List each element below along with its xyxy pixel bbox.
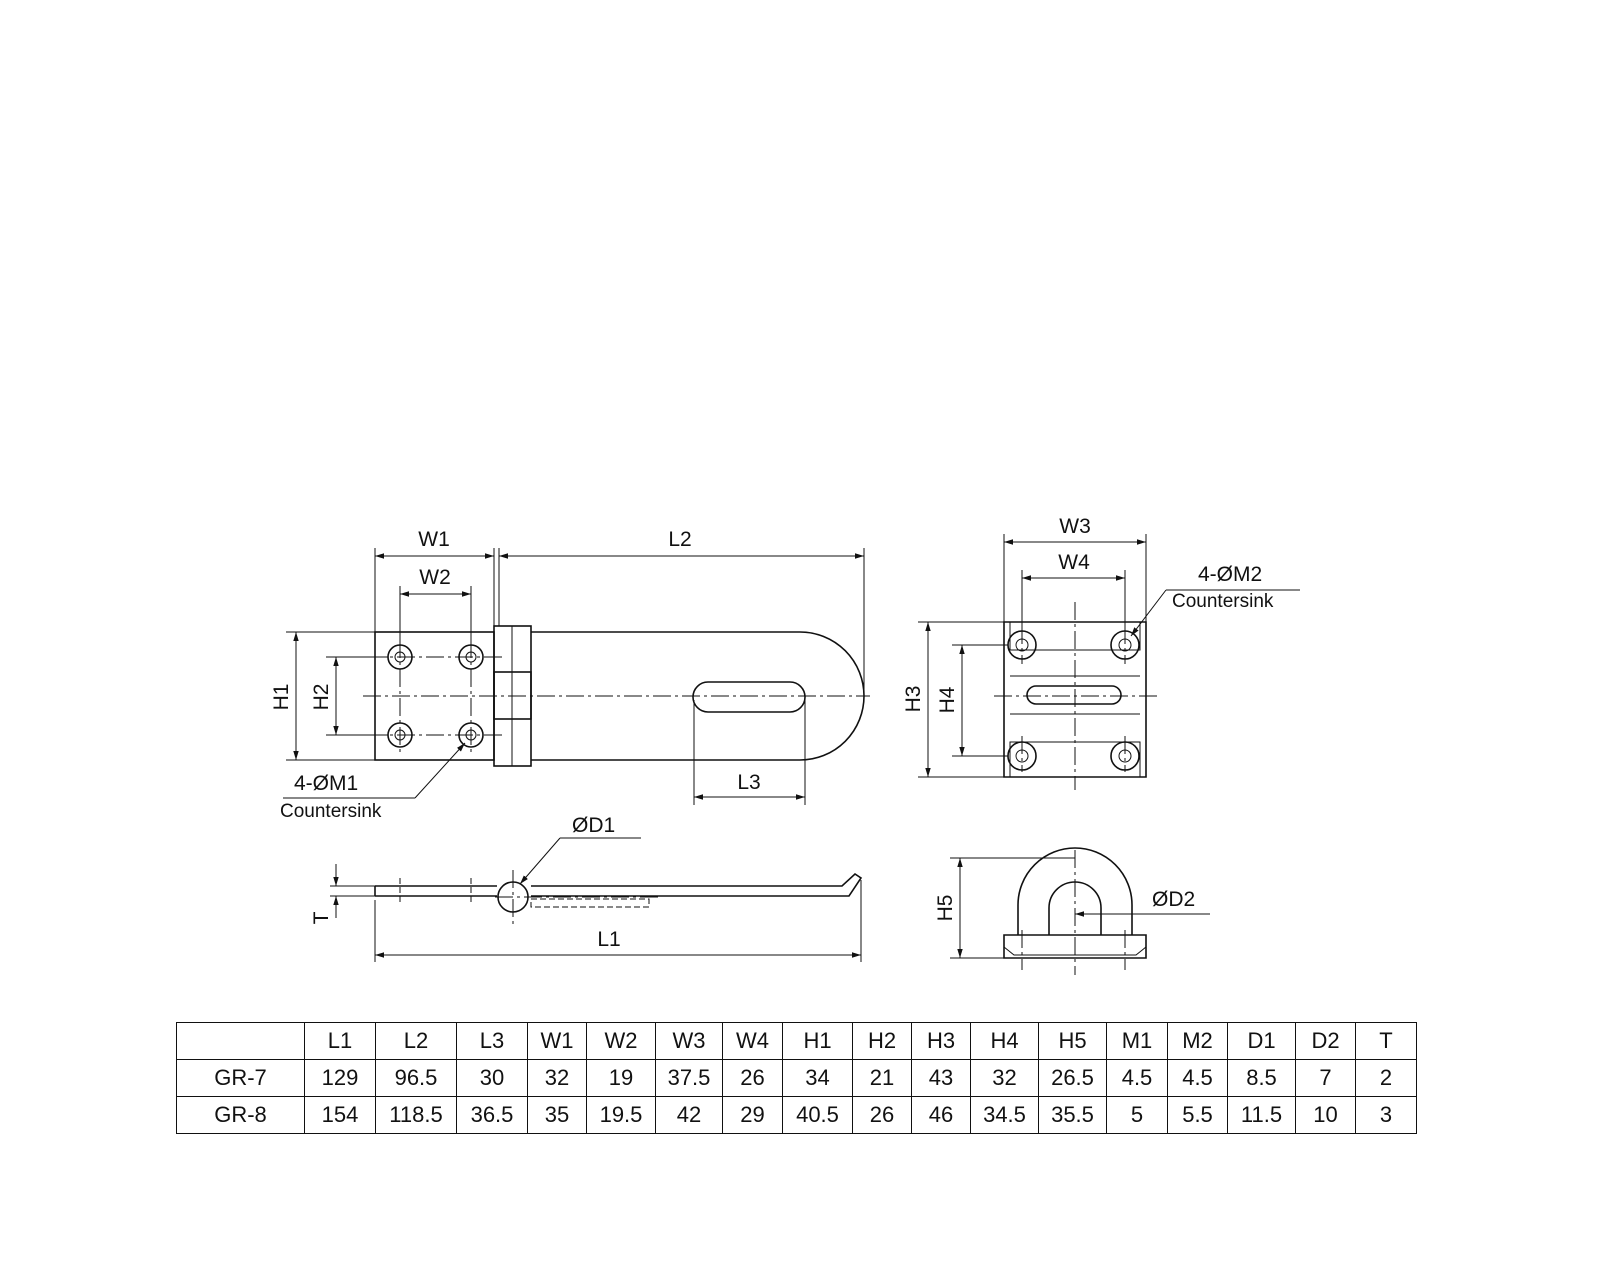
header-cell: W2 bbox=[586, 1022, 656, 1060]
header-cell: M2 bbox=[1167, 1022, 1228, 1060]
value-cell: 11.5 bbox=[1227, 1096, 1296, 1134]
header-cell bbox=[176, 1022, 305, 1060]
value-cell: 19 bbox=[586, 1059, 656, 1097]
header-cell: D1 bbox=[1227, 1022, 1296, 1060]
dim-label-h2: H2 bbox=[310, 684, 333, 711]
value-cell: 4.5 bbox=[1106, 1059, 1168, 1097]
value-cell: 32 bbox=[970, 1059, 1039, 1097]
dim-label-h4: H4 bbox=[936, 686, 959, 713]
value-cell: 32 bbox=[527, 1059, 587, 1097]
value-cell: 26.5 bbox=[1038, 1059, 1107, 1097]
value-cell: 5 bbox=[1106, 1096, 1168, 1134]
m1-hole-label: 4-ØM1 bbox=[294, 772, 358, 795]
header-cell: H3 bbox=[911, 1022, 971, 1060]
header-cell: H5 bbox=[1038, 1022, 1107, 1060]
header-cell: L2 bbox=[375, 1022, 457, 1060]
value-cell: 26 bbox=[722, 1059, 783, 1097]
header-cell: H2 bbox=[852, 1022, 912, 1060]
header-cell: T bbox=[1355, 1022, 1417, 1060]
staple-side-view: H5 ØD2 bbox=[934, 847, 1210, 975]
value-cell: 21 bbox=[852, 1059, 912, 1097]
dim-label-w3: W3 bbox=[1059, 515, 1091, 538]
dim-label-d2: ØD2 bbox=[1152, 888, 1195, 911]
value-cell: 36.5 bbox=[456, 1096, 528, 1134]
value-cell: 3 bbox=[1355, 1096, 1417, 1134]
dim-label-h1: H1 bbox=[270, 684, 293, 711]
hasp-side-view: ØD1 T L1 bbox=[310, 814, 863, 962]
value-cell: 34 bbox=[782, 1059, 853, 1097]
header-cell: L3 bbox=[456, 1022, 528, 1060]
countersink-holes-m2 bbox=[1007, 630, 1140, 771]
dim-label-h5: H5 bbox=[934, 895, 957, 922]
header-cell: H1 bbox=[782, 1022, 853, 1060]
value-cell: 37.5 bbox=[655, 1059, 723, 1097]
dim-label-h3: H3 bbox=[902, 686, 925, 713]
value-cell: 40.5 bbox=[782, 1096, 853, 1134]
value-cell: 8.5 bbox=[1227, 1059, 1296, 1097]
staple-front-view: W3 W4 H3 H4 4-ØM2 Countersink bbox=[902, 515, 1300, 790]
m1-countersink-label: Countersink bbox=[280, 801, 382, 822]
hasp-side-profile bbox=[375, 872, 863, 897]
dim-label-d1: ØD1 bbox=[572, 814, 615, 837]
model-cell: GR-7 bbox=[176, 1059, 305, 1097]
value-cell: 34.5 bbox=[970, 1096, 1039, 1134]
value-cell: 118.5 bbox=[375, 1096, 457, 1134]
dim-label-w4: W4 bbox=[1058, 551, 1090, 574]
value-cell: 4.5 bbox=[1167, 1059, 1228, 1097]
header-cell: W1 bbox=[527, 1022, 587, 1060]
value-cell: 30 bbox=[456, 1059, 528, 1097]
dim-label-w1: W1 bbox=[418, 528, 450, 551]
staple-slot bbox=[1026, 685, 1122, 705]
value-cell: 10 bbox=[1295, 1096, 1356, 1134]
dim-label-t: T bbox=[310, 911, 333, 924]
value-cell: 96.5 bbox=[375, 1059, 457, 1097]
staple-loop-outer bbox=[1017, 847, 1133, 935]
header-cell: M1 bbox=[1106, 1022, 1168, 1060]
value-cell: 26 bbox=[852, 1096, 912, 1134]
header-cell: W4 bbox=[722, 1022, 783, 1060]
m2-hole-label: 4-ØM2 bbox=[1198, 563, 1262, 586]
dim-label-w2: W2 bbox=[419, 566, 451, 589]
strap-slot bbox=[692, 681, 806, 713]
value-cell: 2 bbox=[1355, 1059, 1417, 1097]
value-cell: 35.5 bbox=[1038, 1096, 1107, 1134]
value-cell: 46 bbox=[911, 1096, 971, 1134]
header-cell: W3 bbox=[655, 1022, 723, 1060]
value-cell: 42 bbox=[655, 1096, 723, 1134]
dim-label-l3: L3 bbox=[737, 771, 760, 794]
dim-label-l1: L1 bbox=[597, 928, 620, 951]
value-cell: 5.5 bbox=[1167, 1096, 1228, 1134]
value-cell: 7 bbox=[1295, 1059, 1356, 1097]
value-cell: 35 bbox=[527, 1096, 587, 1134]
hasp-front-view: W1 W2 L2 H1 H2 L3 4-ØM1 Countersink bbox=[270, 528, 870, 822]
m2-countersink-label: Countersink bbox=[1172, 591, 1274, 612]
strap-hidden-slot bbox=[530, 898, 650, 908]
value-cell: 154 bbox=[304, 1096, 376, 1134]
staple-base-plate bbox=[1003, 934, 1147, 959]
header-cell: L1 bbox=[304, 1022, 376, 1060]
header-cell: D2 bbox=[1295, 1022, 1356, 1060]
model-cell: GR-8 bbox=[176, 1096, 305, 1134]
value-cell: 129 bbox=[304, 1059, 376, 1097]
value-cell: 19.5 bbox=[586, 1096, 656, 1134]
header-cell: H4 bbox=[970, 1022, 1039, 1060]
staple-plate-outline bbox=[1003, 621, 1147, 778]
dim-label-l2: L2 bbox=[668, 528, 691, 551]
value-cell: 29 bbox=[722, 1096, 783, 1134]
value-cell: 43 bbox=[911, 1059, 971, 1097]
